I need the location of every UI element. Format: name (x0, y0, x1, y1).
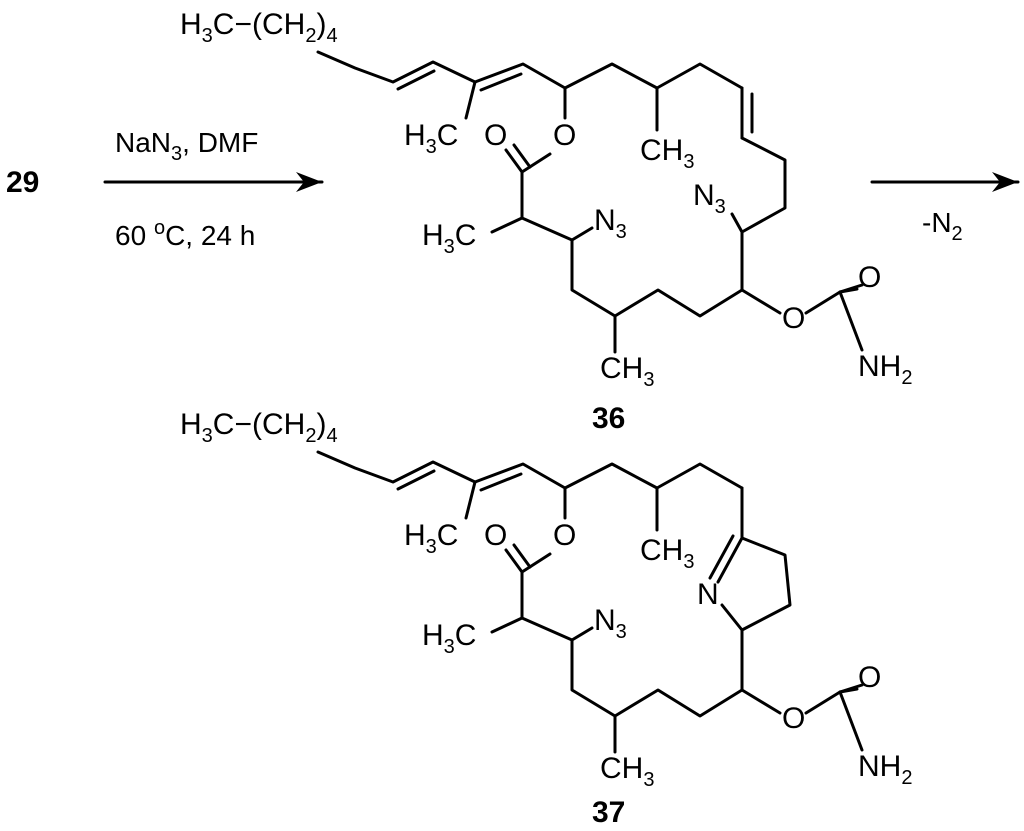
reaction-arrow-2-head (992, 172, 1018, 192)
c36-macrocycle-left (520, 170, 574, 242)
c36-ester-c-o-bond (520, 152, 552, 174)
c37-vinyl-methyl-label: H3C (404, 519, 458, 558)
c37-imine-bond-a (716, 536, 744, 584)
c37-imine-n-label: N (697, 578, 719, 611)
c37-ester-o-label: O (553, 519, 576, 552)
compound-36-structure (316, 50, 864, 354)
c36-upper-methyl-label: CH3 (640, 134, 694, 173)
c37-macrocycle-left (520, 570, 574, 642)
c36-carbamate-n-bond (838, 290, 864, 352)
c36-carbonyl-o-label: O (484, 119, 507, 152)
c37-pyrroline-ring (740, 536, 792, 632)
c37-vinyl-methyl-bond (464, 480, 477, 520)
c37-carbamate-carbonyl-o-label: O (858, 661, 881, 694)
c37-carbonyl-o-label: O (484, 519, 507, 552)
c36-carbamate-c-bond (804, 290, 842, 315)
c37-azide-left-bond (570, 626, 594, 642)
c36-ring-right-2 (740, 136, 787, 234)
c36-macrocycle-top (473, 62, 744, 90)
c36-right-azide-label: N3 (693, 179, 726, 218)
c36-carbamate-carbonyl-o-label: O (858, 261, 881, 294)
c37-carbamate-co-b (838, 683, 864, 694)
c36-carbamate-o-bond (740, 288, 782, 315)
c36-chain-label: H3C−(CH2)4 (180, 8, 338, 47)
c37-lower-methyl-label: CH3 (600, 752, 654, 791)
c37-n-c-bond (720, 603, 744, 632)
c37-left-methyl-label: H3C (422, 619, 476, 658)
c37-macrocycle-top (473, 462, 744, 490)
c36-carbonyl-bond-b (512, 143, 532, 169)
c37-left-azide-label: N3 (594, 604, 627, 643)
c36-vinyl-methyl-bond (464, 80, 477, 120)
c37-amine-label: NH2 (858, 750, 912, 789)
c36-left-methyl-bond (490, 216, 524, 234)
c37-carbamate-o-bond (740, 688, 782, 715)
c36-left-methyl-label: H3C (422, 219, 476, 258)
compound-37-structure (316, 450, 864, 754)
c36-carbonyl-bond-a (504, 148, 524, 174)
c36-carbamate-o-label: O (782, 302, 805, 335)
c36-azide-right-bond (730, 212, 744, 234)
c36-ester-o-label: O (553, 119, 576, 152)
c36-macrocycle-bottom (570, 230, 744, 318)
c37-diene-double-bond-2 (479, 472, 523, 492)
c37-diene-double-bond-1 (396, 469, 436, 491)
compound-29-label: 29 (6, 166, 39, 199)
c36-amine-label: NH2 (858, 350, 912, 389)
compound-37-label: 37 (592, 796, 625, 829)
c36-dienyl-chain (316, 50, 477, 84)
c37-carbamate-c-bond (804, 690, 842, 715)
c37-upper-methyl-label: CH3 (640, 534, 694, 573)
c37-left-methyl-bond (490, 616, 524, 634)
c37-macrocycle-bottom (570, 628, 744, 718)
c37-carbamate-o-label: O (782, 702, 805, 735)
c36-diene-double-bond-1 (396, 69, 436, 91)
c37-dienyl-chain (316, 450, 477, 484)
reagent-nan3-dmf: NaN3, DMF (115, 127, 258, 165)
reagent-minus-n2: -N2 (922, 207, 963, 245)
c36-carbamate-co-b (838, 283, 864, 294)
c36-azide-left-bond (570, 226, 594, 242)
reaction-conditions-60c-24h: 60 oC, 24 h (115, 217, 255, 251)
c37-carbamate-n-bond (838, 690, 864, 752)
c36-diene-double-bond-2 (479, 72, 523, 92)
c37-carbonyl-bond-b (512, 543, 532, 569)
c37-carbonyl-bond-a (504, 548, 524, 574)
c36-left-azide-label: N3 (594, 204, 627, 243)
reaction-arrow-1-head (296, 172, 322, 192)
c37-imine-bond-b (708, 534, 735, 580)
c36-lower-methyl-label: CH3 (600, 352, 654, 391)
c36-vinyl-methyl-label: H3C (404, 119, 458, 158)
c37-ester-c-o-bond (520, 552, 552, 574)
c37-chain-label: H3C−(CH2)4 (180, 408, 338, 447)
compound-36-label: 36 (592, 402, 625, 435)
